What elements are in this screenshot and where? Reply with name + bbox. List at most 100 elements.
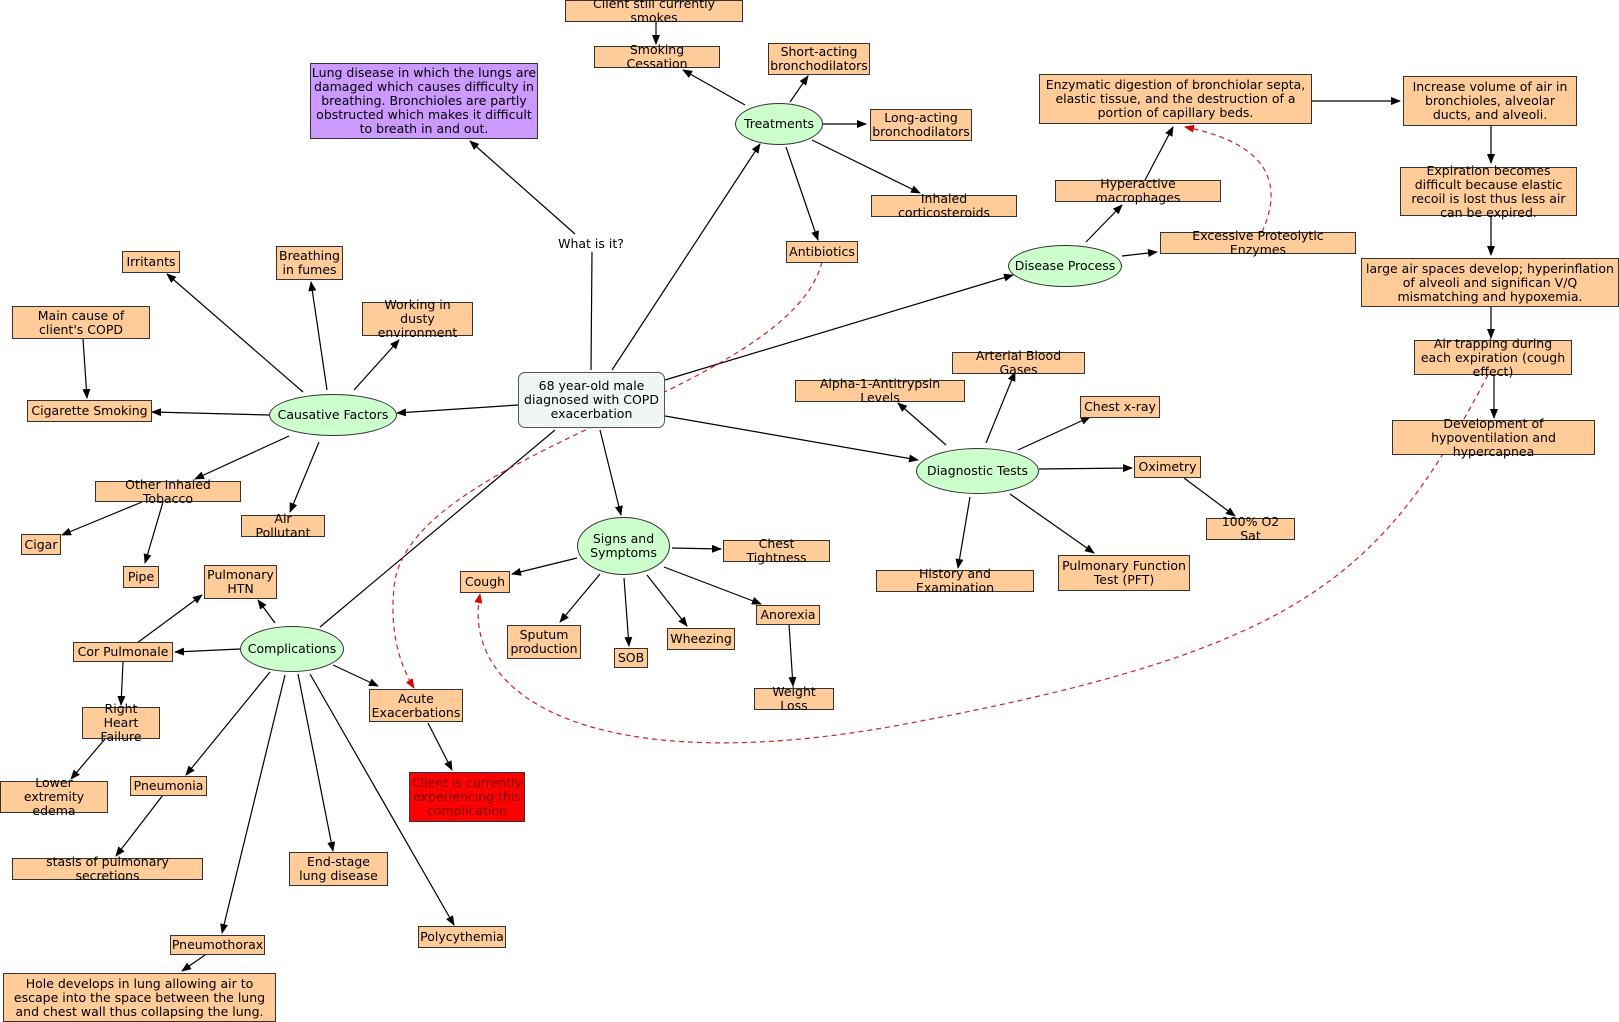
definition-box[interactable]: Lung disease in which the lungs are dama… bbox=[310, 63, 538, 139]
edge-diag-alpha1 bbox=[897, 402, 947, 446]
edge-acute-client bbox=[427, 722, 453, 771]
edge-rhf-edema bbox=[70, 738, 106, 780]
weight-loss-node[interactable]: Weight Loss bbox=[754, 685, 834, 713]
edge-anorexia-weightloss bbox=[788, 623, 797, 687]
edge-root-causative bbox=[396, 404, 519, 417]
breathing-fumes-node[interactable]: Breathing in fumes bbox=[276, 246, 343, 280]
edge-maincause-cigarette bbox=[82, 338, 91, 399]
chest-xray-node[interactable]: Chest x-ray bbox=[1080, 396, 1160, 418]
pulmonary-htn-node[interactable]: Pulmonary HTN bbox=[204, 565, 277, 599]
hypoventilation-node[interactable]: Development of hypoventilation and hyper… bbox=[1392, 416, 1595, 458]
edge-signs-chest bbox=[671, 544, 722, 553]
crosslink-antibiotics-acute bbox=[392, 261, 823, 689]
hyperactive-macrophages-node[interactable]: Hyperactive macrophages bbox=[1055, 177, 1221, 205]
causative-factors-node[interactable]: Causative Factors bbox=[269, 394, 397, 436]
edge-signs-cough bbox=[511, 557, 578, 576]
edge-comp-pneumothorax bbox=[220, 674, 286, 934]
edge-diag-history bbox=[955, 496, 971, 569]
edge-root-signs bbox=[599, 429, 623, 516]
anorexia-node[interactable]: Anorexia bbox=[756, 605, 820, 625]
disease-process-node[interactable]: Disease Process bbox=[1008, 245, 1122, 287]
edge-corpulm-pulmhtn bbox=[136, 594, 203, 644]
edge-signs-sputum bbox=[559, 573, 601, 623]
hole-develops-node[interactable]: Hole develops in lung allowing air to es… bbox=[3, 973, 276, 1022]
edge-comp-corpulm bbox=[174, 647, 241, 656]
other-inhaled-tobacco-node[interactable]: Other Inhaled Tobacco bbox=[95, 477, 241, 505]
root-concept[interactable]: 68 year-old male diagnosed with COPD exa… bbox=[518, 372, 665, 428]
edge-disease-proteolytic bbox=[1121, 249, 1158, 257]
edge-pneumothorax-hole bbox=[181, 954, 206, 972]
edge-comp-pulmhtn bbox=[257, 599, 276, 624]
pneumonia-node[interactable]: Pneumonia bbox=[130, 776, 207, 796]
cough-node[interactable]: Cough bbox=[460, 571, 510, 593]
edge-corpulm-rhf bbox=[117, 661, 126, 706]
increase-volume-node[interactable]: Increase volume of air in bronchioles, a… bbox=[1403, 76, 1577, 126]
long-acting-node[interactable]: Long-acting bronchodilators bbox=[870, 109, 972, 141]
main-cause-node[interactable]: Main cause of client's COPD bbox=[12, 306, 150, 339]
lower-extremity-edema-node[interactable]: Lower extremity edema bbox=[0, 776, 108, 818]
stasis-node[interactable]: stasis of pulmonary secretions bbox=[12, 855, 203, 883]
link-label-what-is-it: What is it? bbox=[555, 236, 627, 252]
dusty-environment-node[interactable]: Working in dusty environment bbox=[362, 298, 473, 340]
edge-signs-anorexia bbox=[663, 566, 762, 605]
large-air-spaces-node[interactable]: large air spaces develop; hyperinflation… bbox=[1361, 258, 1619, 307]
pneumothorax-node[interactable]: Pneumothorax bbox=[170, 935, 265, 955]
acute-exacerbations-node[interactable]: Acute Exacerbations bbox=[369, 689, 463, 722]
edge-causative-airpollutant bbox=[289, 441, 320, 513]
polycythemia-node[interactable]: Polycythemia bbox=[418, 926, 506, 948]
edge-root-diagnostic bbox=[664, 415, 919, 463]
air-trapping-node[interactable]: Air trapping during each expiration (cou… bbox=[1414, 336, 1572, 378]
edge-macrophages-enzymatic bbox=[1144, 126, 1174, 181]
antibiotics-node[interactable]: Antibiotics bbox=[786, 241, 858, 263]
edge-causative-irritants bbox=[166, 273, 304, 393]
edge-diag-oximetry bbox=[1038, 464, 1133, 473]
edge-whatisit-definition bbox=[469, 140, 576, 235]
edge-othertobacco-pipe bbox=[143, 501, 164, 564]
enzymatic-digestion-node[interactable]: Enzymatic digestion of bronchiolar septa… bbox=[1039, 74, 1312, 124]
cor-pulmonale-node[interactable]: Cor Pulmonale bbox=[73, 642, 173, 662]
inhaled-corticosteroids-node[interactable]: Inhaled corticosteroids bbox=[871, 192, 1017, 220]
edge-pneumonia-stasis bbox=[115, 794, 164, 857]
crosslink-proteolytic-enzymatic bbox=[1184, 124, 1272, 233]
expiration-difficult-node[interactable]: Expiration becomes difficult because ela… bbox=[1400, 163, 1577, 219]
smoking-cessation-node[interactable]: Smoking Cessation bbox=[594, 43, 720, 71]
edge-othertobacco-cigar bbox=[61, 501, 143, 536]
wheezing-node[interactable]: Wheezing bbox=[667, 628, 735, 650]
chest-tightness-node[interactable]: Chest Tightness bbox=[723, 537, 830, 565]
short-acting-node[interactable]: Short-acting bronchodilators bbox=[768, 43, 870, 75]
edge-signs-wheezing bbox=[646, 574, 688, 627]
client-experiencing-node[interactable]: Client is currently experiencing this co… bbox=[409, 772, 525, 822]
edge-comp-pneumonia bbox=[185, 671, 271, 776]
edge-diag-xray bbox=[1017, 416, 1091, 451]
history-exam-node[interactable]: History and Examination bbox=[876, 567, 1034, 595]
diagnostic-tests-node[interactable]: Diagnostic Tests bbox=[916, 448, 1039, 494]
crosslink-airtrapping-cough bbox=[474, 374, 1489, 744]
sob-node[interactable]: SOB bbox=[614, 648, 648, 668]
end-stage-lung-node[interactable]: End-stage lung disease bbox=[289, 852, 388, 886]
pipe-node[interactable]: Pipe bbox=[123, 566, 159, 588]
o2-sat-node[interactable]: 100% O2 Sat bbox=[1206, 515, 1295, 543]
arterial-blood-gases-node[interactable]: Arterial Blood Gases bbox=[952, 349, 1085, 377]
edge-comp-endstage bbox=[297, 673, 336, 852]
sputum-production-node[interactable]: Sputum production bbox=[507, 625, 581, 659]
signs-symptoms-node[interactable]: Signs and Symptoms bbox=[577, 517, 670, 575]
edge-diag-pft bbox=[1009, 493, 1095, 554]
air-pollutant-node[interactable]: Air Pollutant bbox=[241, 512, 325, 540]
irritants-node[interactable]: Irritants bbox=[122, 251, 180, 273]
edge-signs-sob bbox=[623, 577, 633, 647]
edge-treatments-cessation bbox=[682, 69, 746, 106]
cigar-node[interactable]: Cigar bbox=[21, 534, 61, 555]
edge-causative-dusty bbox=[353, 339, 400, 391]
complications-node[interactable]: Complications bbox=[240, 626, 344, 672]
edge-disease-macrophages bbox=[1085, 204, 1123, 243]
pft-node[interactable]: Pulmonary Function Test (PFT) bbox=[1058, 555, 1190, 591]
edge-comp-acute bbox=[332, 664, 379, 687]
cigarette-smoking-node[interactable]: Cigarette Smoking bbox=[27, 400, 152, 422]
right-heart-failure-node[interactable]: Right Heart Failure bbox=[82, 702, 160, 744]
treatments-node[interactable]: Treatments bbox=[735, 103, 823, 145]
oximetry-node[interactable]: Oximetry bbox=[1134, 456, 1201, 478]
alpha-1-antitrypsin-node[interactable]: Alpha-1-Antitrypsin Levels bbox=[795, 377, 965, 405]
still-smokes-node[interactable]: Client still currently smokes bbox=[565, 0, 743, 25]
edge-root-complications bbox=[319, 429, 556, 628]
proteolytic-enzymes-node[interactable]: Excessive Proteolytic Enzymes bbox=[1160, 229, 1356, 257]
